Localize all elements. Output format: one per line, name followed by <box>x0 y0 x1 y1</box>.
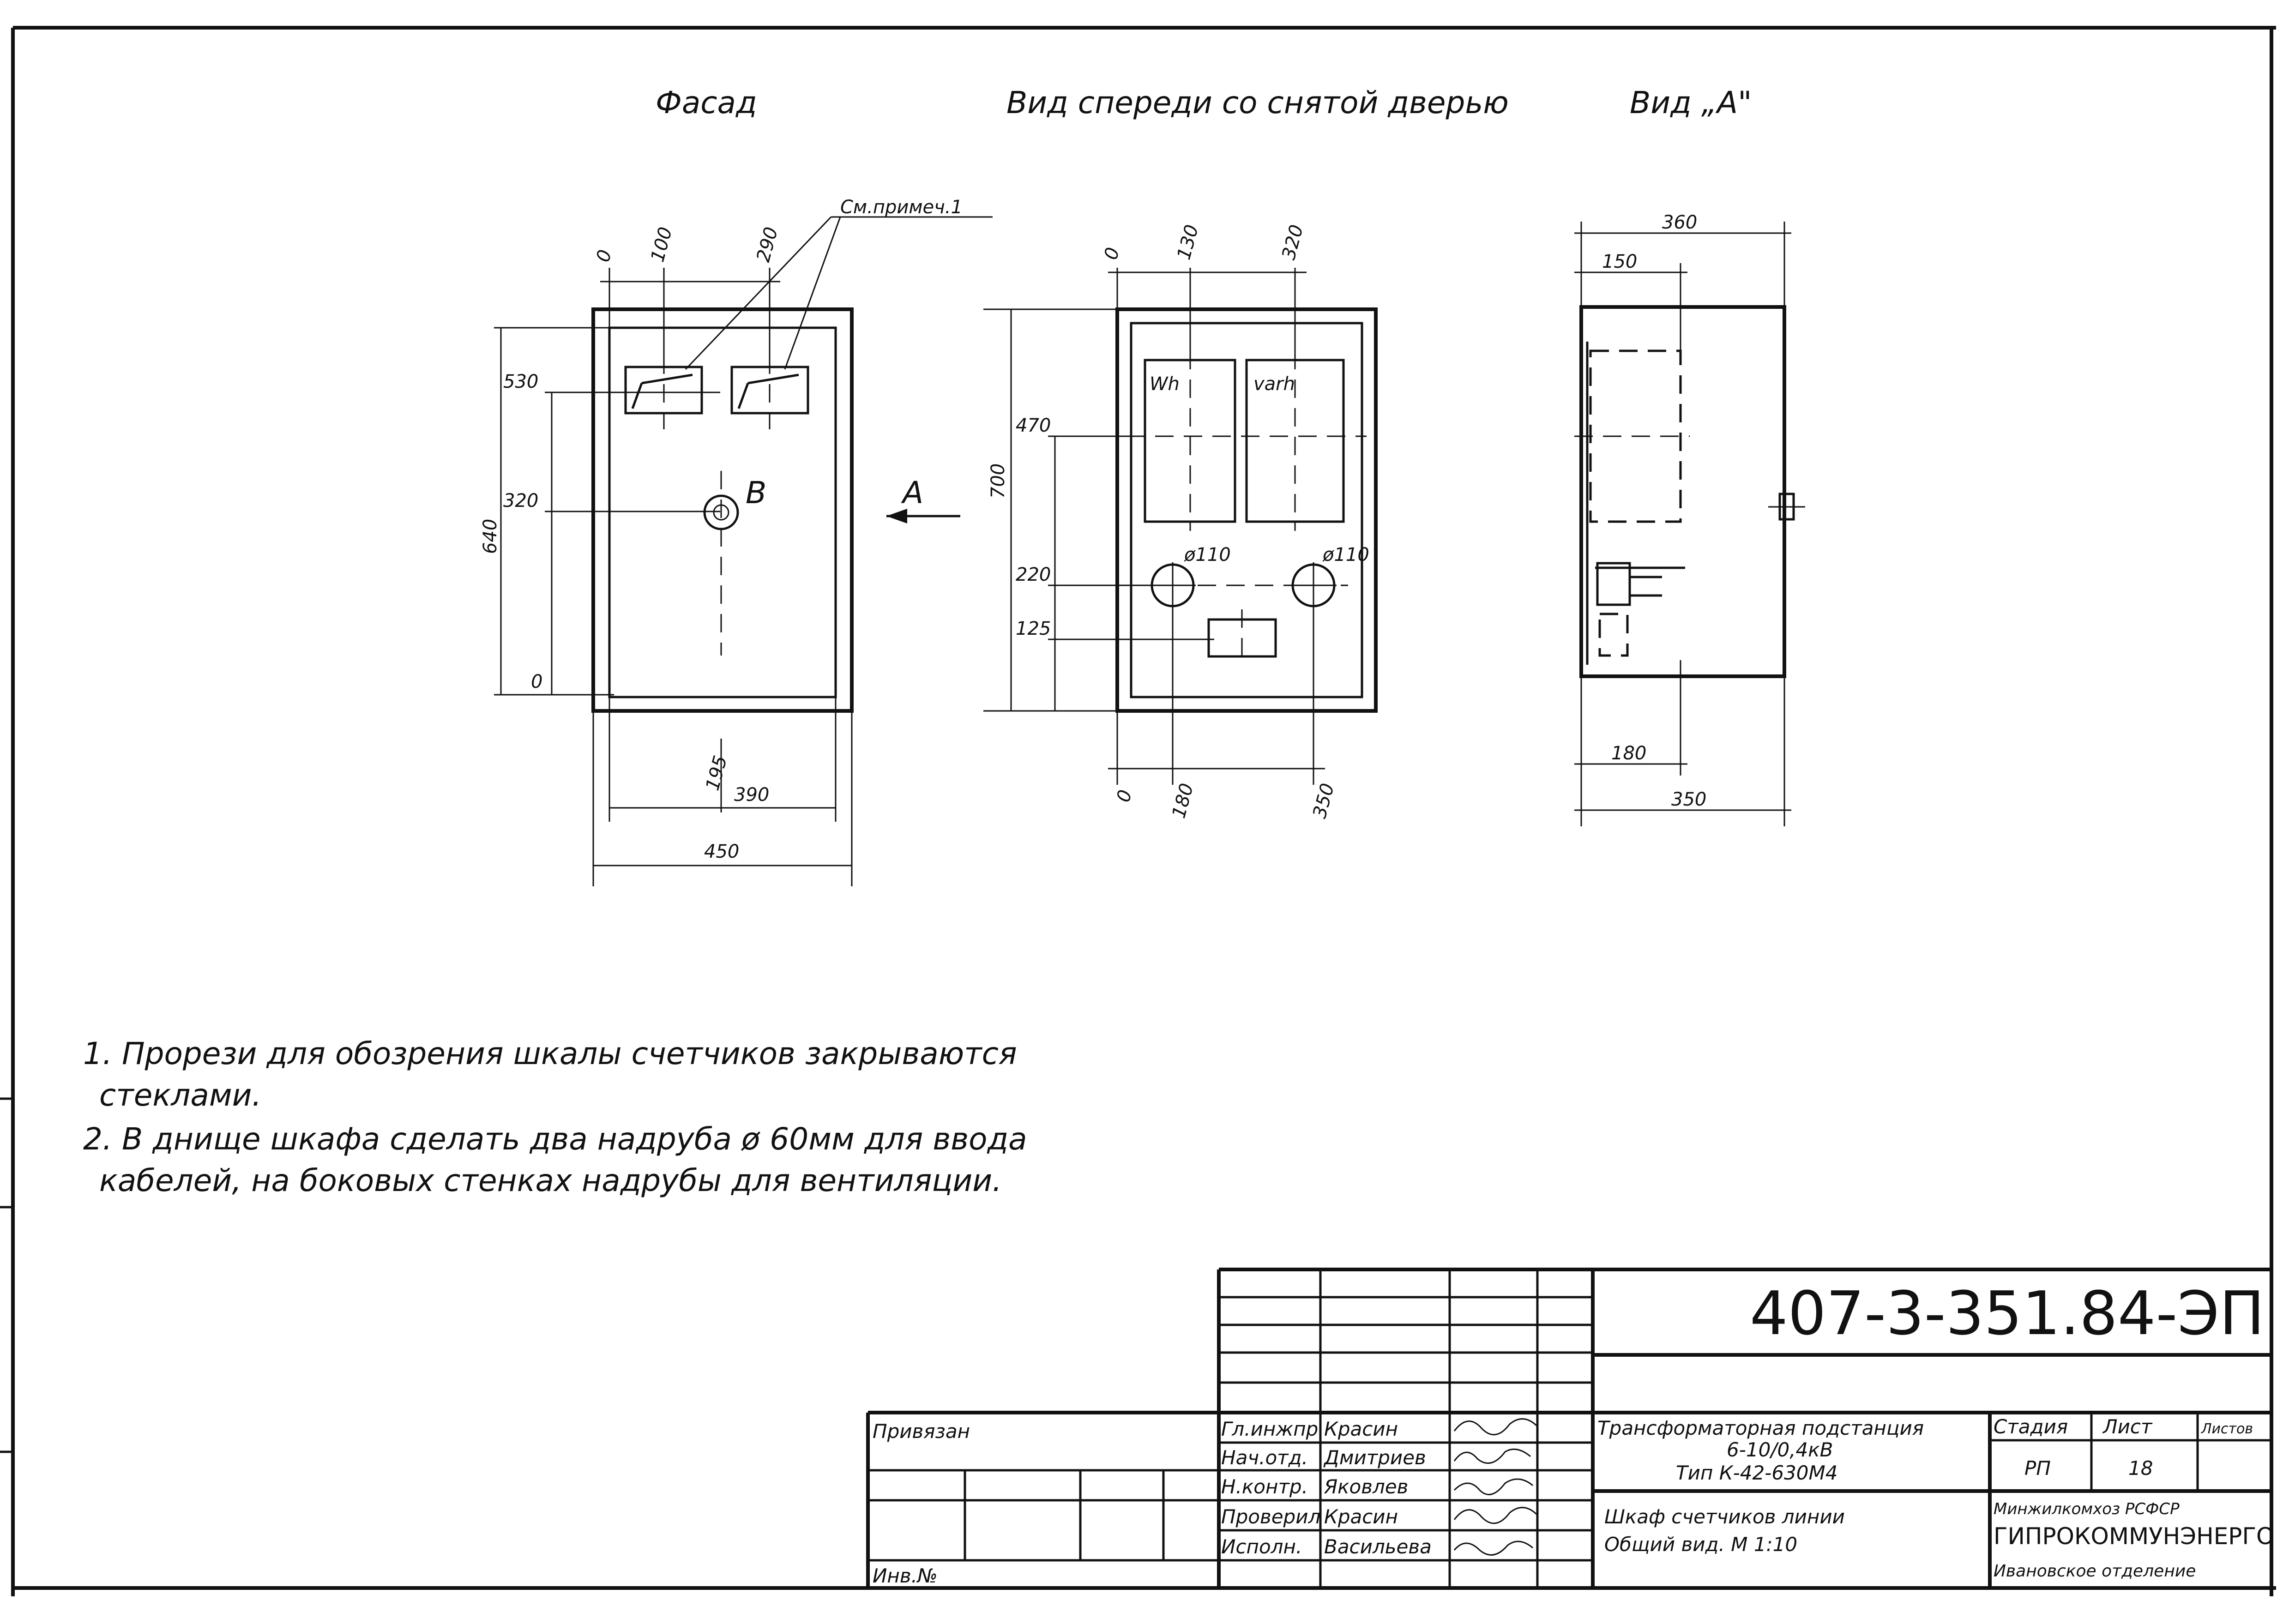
dim-facade-530: 530 <box>503 371 538 392</box>
org-line-2: ГИПРОКОММУНЭНЕРГО <box>1994 1523 2274 1550</box>
role-department-head: Нач.отд. <box>1221 1446 1308 1469</box>
notes: 1. Прорези для обозрения шкалы счетчиков… <box>83 1036 1027 1198</box>
stage-value: РП <box>2024 1457 2051 1480</box>
name-checked-by: Красин <box>1324 1505 1398 1528</box>
note-2-line-2: кабелей, на боковых стенках надрубы для … <box>99 1163 1002 1198</box>
dim-side-350: 350 <box>1671 789 1706 810</box>
dim-front-220: 220 <box>1016 564 1051 585</box>
note-1-line-1: 1. Прорези для обозрения шкалы счетчиков… <box>83 1036 1017 1071</box>
side-view-title: Вид „А" <box>1630 85 1752 120</box>
hole-left-dia: ø110 <box>1184 544 1231 565</box>
facade-view: См.примеч.1 В А 0 100 290 640 530 320 0 <box>480 197 993 886</box>
dim-facade-450: 450 <box>704 841 739 862</box>
role-norm-control: Н.контр. <box>1221 1475 1308 1498</box>
front-view: Wh varh ø110 ø110 0 130 320 700 4 <box>983 223 1378 821</box>
dim-facade-390: 390 <box>734 784 769 806</box>
title-block: Привязан Инв.№ Гл.инжпр Нач.отд. Н.контр… <box>866 1268 2274 1588</box>
privyazan-label: Привязан <box>873 1420 970 1443</box>
sheet-number: 18 <box>2128 1457 2153 1480</box>
dim-side-180: 180 <box>1611 743 1646 764</box>
meter-varh-label: varh <box>1253 373 1295 395</box>
name-department-head: Дмитриев <box>1323 1446 1426 1469</box>
sheets-label: Листов <box>2201 1421 2253 1437</box>
sheet-label: Лист <box>2102 1415 2153 1438</box>
note-2-line-1: 2. В днище шкафа сделать два надруба ø 6… <box>83 1121 1027 1157</box>
name-chief-engineer: Красин <box>1324 1418 1398 1440</box>
name-executed-by: Васильева <box>1324 1535 1432 1558</box>
signatures <box>1453 1418 1538 1556</box>
inventory-number-label: Инв.№ <box>873 1564 938 1587</box>
sheet-title-line-2: Общий вид. М 1:10 <box>1604 1533 1797 1556</box>
org-line-3: Ивановское отделение <box>1994 1562 2196 1581</box>
sheet-title-line-1: Шкаф счетчиков линии <box>1604 1505 1845 1528</box>
dim-facade-320: 320 <box>503 490 538 511</box>
front-view-title: Вид спереди со снятой дверью <box>1006 85 1509 120</box>
dim-side-150: 150 <box>1602 251 1637 272</box>
dim-front-125: 125 <box>1016 618 1051 639</box>
name-norm-control: Яковлев <box>1324 1475 1408 1498</box>
project-line-2: 6-10/0,4кВ <box>1727 1438 1833 1461</box>
org-line-1: Минжилкомхоз РСФСР <box>1994 1500 2180 1518</box>
side-view: 360 150 180 350 <box>1574 212 1805 826</box>
document-code: 407-3-351.84-ЭП <box>1750 1278 2265 1348</box>
dim-facade-0-left: 0 <box>531 671 542 692</box>
project-line-1: Трансформаторная подстанция <box>1597 1417 1924 1439</box>
dim-front-470: 470 <box>1016 415 1051 436</box>
project-line-3: Тип К-42-630М4 <box>1676 1462 1837 1484</box>
note-1-line-2: стеклами. <box>99 1077 262 1113</box>
role-executed-by: Исполн. <box>1221 1535 1302 1558</box>
role-chief-engineer: Гл.инжпр <box>1221 1418 1318 1440</box>
lock-label-b: В <box>746 475 766 511</box>
hole-right-dia: ø110 <box>1322 544 1369 565</box>
dim-front-700: 700 <box>988 463 1009 499</box>
sheet-frame <box>0 26 2276 1596</box>
view-arrow-a: А <box>901 475 923 511</box>
facade-title: Фасад <box>656 85 757 120</box>
facade-note-reference: См.примеч.1 <box>840 197 963 218</box>
role-checked-by: Проверил <box>1221 1505 1320 1528</box>
dim-side-360: 360 <box>1662 212 1697 233</box>
meter-wh-label: Wh <box>1150 373 1180 395</box>
dim-facade-640: 640 <box>480 519 501 554</box>
stage-label: Стадия <box>1994 1415 2068 1438</box>
